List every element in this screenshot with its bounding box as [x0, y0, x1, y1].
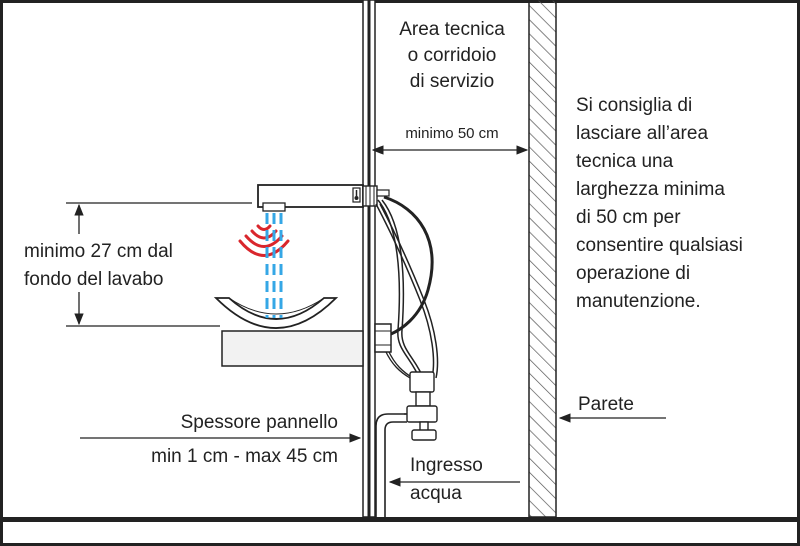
svg-text:Si consiglia di: Si consiglia di [576, 95, 692, 116]
label-service-area: Area tecnica o corridoio di servizio [399, 19, 505, 92]
svg-text:Area tecnica: Area tecnica [399, 19, 505, 40]
label-water-inlet: Ingresso acqua [410, 455, 483, 504]
control-box [374, 323, 392, 353]
solenoid-valve [404, 371, 438, 441]
label-advice: Si consiglia di lasciare all’area tecnic… [576, 95, 743, 312]
installation-panel [362, 0, 376, 518]
svg-text:operazione di: operazione di [576, 263, 690, 284]
svg-text:manutenzione.: manutenzione. [576, 291, 701, 312]
svg-text:consentire qualsiasi: consentire qualsiasi [576, 235, 743, 256]
svg-text:Ingresso: Ingresso [410, 455, 483, 476]
basin [213, 297, 339, 329]
svg-text:min 1 cm - max 45 cm: min 1 cm - max 45 cm [151, 446, 338, 467]
label-panel-thickness: Spessore pannello min 1 cm - max 45 cm [151, 412, 338, 467]
svg-text:tecnica una: tecnica una [576, 151, 674, 172]
svg-text:o corridoio: o corridoio [408, 45, 497, 66]
svg-text:lasciare all’area: lasciare all’area [576, 123, 708, 144]
svg-text:minimo 27 cm dal: minimo 27 cm dal [24, 241, 173, 262]
connection-hoses [375, 195, 439, 381]
label-wall: Parete [578, 394, 634, 415]
svg-text:di 50 cm per: di 50 cm per [576, 207, 681, 228]
svg-text:di servizio: di servizio [410, 71, 494, 92]
svg-text:acqua: acqua [410, 483, 462, 504]
countertop [221, 330, 364, 367]
svg-text:larghezza minima: larghezza minima [576, 179, 725, 200]
sensor-waves [238, 224, 290, 257]
faucet [257, 184, 390, 212]
svg-text:Spessore pannello: Spessore pannello [181, 412, 338, 433]
label-min-width: minimo 50 cm [405, 125, 498, 142]
floor-line [0, 517, 800, 522]
svg-text:fondo del lavabo: fondo del lavabo [24, 269, 163, 290]
water-pipe [375, 413, 407, 517]
label-min-height: minimo 27 cm dal fondo del lavabo [22, 234, 206, 292]
wall-hatched [528, 0, 557, 518]
water-stream [265, 213, 283, 318]
